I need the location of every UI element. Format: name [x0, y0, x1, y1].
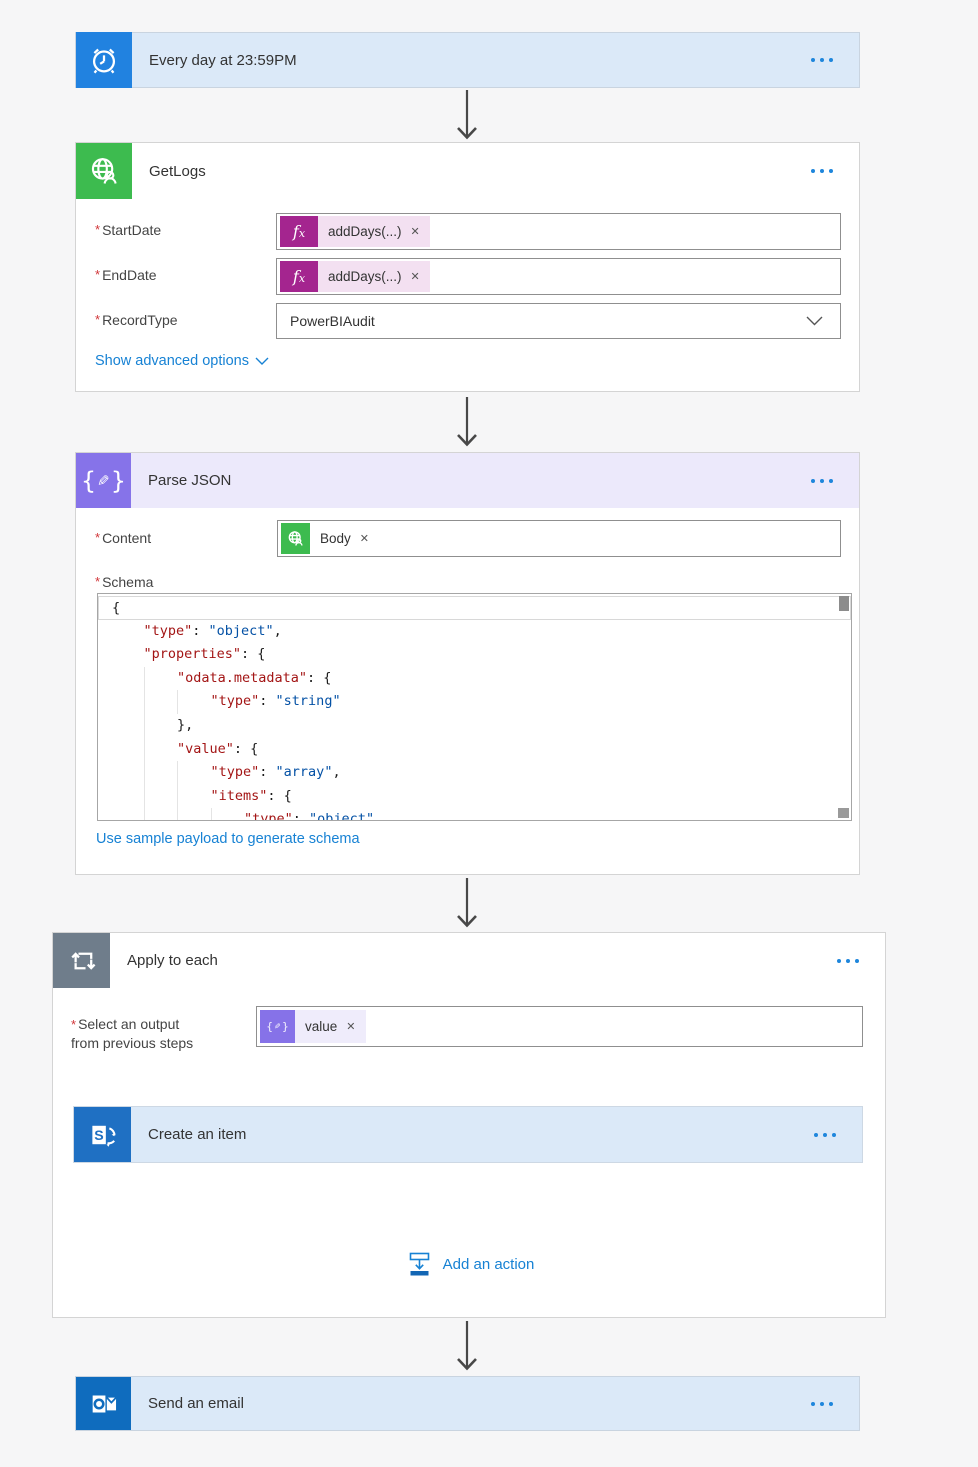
body-token[interactable]: Body✕: [281, 523, 379, 554]
apply-to-each-menu-ellipsis-icon[interactable]: [835, 953, 861, 969]
apply-to-each-card: Apply to each *Select an output from pre…: [52, 932, 886, 1318]
value-token[interactable]: {✎} value✕: [260, 1010, 366, 1043]
startdate-expression-token[interactable]: fx addDays(...)✕: [280, 216, 430, 247]
select-output-input[interactable]: {✎} value✕: [256, 1006, 863, 1047]
trigger-card-header[interactable]: Every day at 23:59PM: [76, 32, 859, 88]
trigger-title: Every day at 23:59PM: [149, 51, 297, 69]
required-asterisk: *: [95, 312, 101, 327]
chevron-down-icon: [255, 357, 269, 365]
token-close-icon[interactable]: ✕: [410, 271, 420, 283]
send-email-menu-ellipsis-icon[interactable]: [809, 1396, 835, 1412]
alarm-clock-icon: [76, 32, 132, 88]
send-email-card[interactable]: Send an email: [75, 1376, 860, 1431]
recordtype-label: *RecordType: [95, 312, 178, 328]
editor-vertical-scrollbar[interactable]: [839, 596, 849, 611]
show-advanced-options-link[interactable]: Show advanced options: [95, 353, 269, 369]
outlook-icon: [76, 1377, 131, 1430]
flow-arrow: [457, 90, 477, 140]
select-output-label: *Select an output from previous steps: [71, 1016, 194, 1051]
apply-to-each-title: Apply to each: [127, 952, 218, 969]
content-input[interactable]: Body✕: [277, 520, 841, 557]
trigger-menu-ellipsis-icon[interactable]: [809, 52, 835, 68]
trigger-card[interactable]: Every day at 23:59PM: [75, 32, 860, 88]
required-asterisk: *: [95, 574, 101, 589]
create-item-title: Create an item: [148, 1126, 247, 1143]
add-action-button[interactable]: Add an action: [53, 1249, 887, 1279]
fx-icon: fx: [280, 216, 318, 247]
enddate-label: *EndDate: [95, 267, 157, 283]
apply-to-each-header[interactable]: Apply to each: [53, 933, 885, 988]
getlogs-title: GetLogs: [149, 162, 206, 180]
parse-json-card-header[interactable]: {✎} Parse JSON: [76, 453, 859, 508]
braces-pencil-icon: {✎}: [260, 1010, 295, 1043]
create-item-card[interactable]: S Create an item: [73, 1106, 863, 1163]
parse-json-menu-ellipsis-icon[interactable]: [809, 473, 835, 489]
required-asterisk: *: [95, 530, 101, 545]
token-close-icon[interactable]: ✕: [359, 533, 369, 545]
globe-user-icon: [76, 143, 132, 199]
fx-icon: fx: [280, 261, 318, 292]
enddate-expression-token[interactable]: fx addDays(...)✕: [280, 261, 430, 292]
getlogs-card-header[interactable]: GetLogs: [76, 143, 859, 199]
parse-json-card: {✎} Parse JSON *Content Body✕: [75, 452, 860, 875]
add-action-icon: [409, 1252, 429, 1276]
getlogs-menu-ellipsis-icon[interactable]: [809, 163, 835, 179]
editor-horizontal-scrollbar[interactable]: [838, 808, 849, 818]
required-asterisk: *: [71, 1017, 77, 1032]
dropdown-chevron-icon[interactable]: [806, 316, 823, 326]
svg-text:S: S: [94, 1128, 103, 1144]
startdate-label: *StartDate: [95, 222, 162, 238]
braces-pencil-icon: {✎}: [76, 453, 131, 508]
getlogs-card: GetLogs *StartDate fx addDays(...)✕ *End…: [75, 142, 860, 392]
content-label: *Content: [95, 530, 152, 546]
globe-user-icon: [281, 523, 310, 554]
startdate-input[interactable]: fx addDays(...)✕: [276, 213, 841, 250]
sharepoint-icon: S: [74, 1107, 131, 1162]
schema-editor[interactable]: {"type": "object","properties": {"odata.…: [97, 593, 852, 821]
create-item-header[interactable]: S Create an item: [74, 1107, 862, 1162]
flow-arrow: [457, 397, 477, 447]
required-asterisk: *: [95, 267, 101, 282]
schema-label: *Schema: [95, 574, 154, 590]
enddate-input[interactable]: fx addDays(...)✕: [276, 258, 841, 295]
token-close-icon[interactable]: ✕: [346, 1021, 356, 1033]
flow-arrow: [457, 1321, 477, 1371]
sample-payload-link[interactable]: Use sample payload to generate schema: [96, 831, 360, 847]
flow-arrow: [457, 878, 477, 928]
recordtype-dropdown[interactable]: PowerBIAudit: [276, 303, 841, 339]
recordtype-selected-value: PowerBIAudit: [290, 313, 375, 329]
send-email-header[interactable]: Send an email: [76, 1377, 859, 1430]
create-item-menu-ellipsis-icon[interactable]: [812, 1127, 838, 1143]
loop-arrows-icon: [53, 933, 110, 988]
schema-editor-content: {"type": "object","properties": {"odata.…: [98, 594, 851, 820]
token-close-icon[interactable]: ✕: [410, 226, 420, 238]
send-email-title: Send an email: [148, 1395, 244, 1412]
required-asterisk: *: [95, 222, 101, 237]
parse-json-title: Parse JSON: [148, 472, 232, 489]
